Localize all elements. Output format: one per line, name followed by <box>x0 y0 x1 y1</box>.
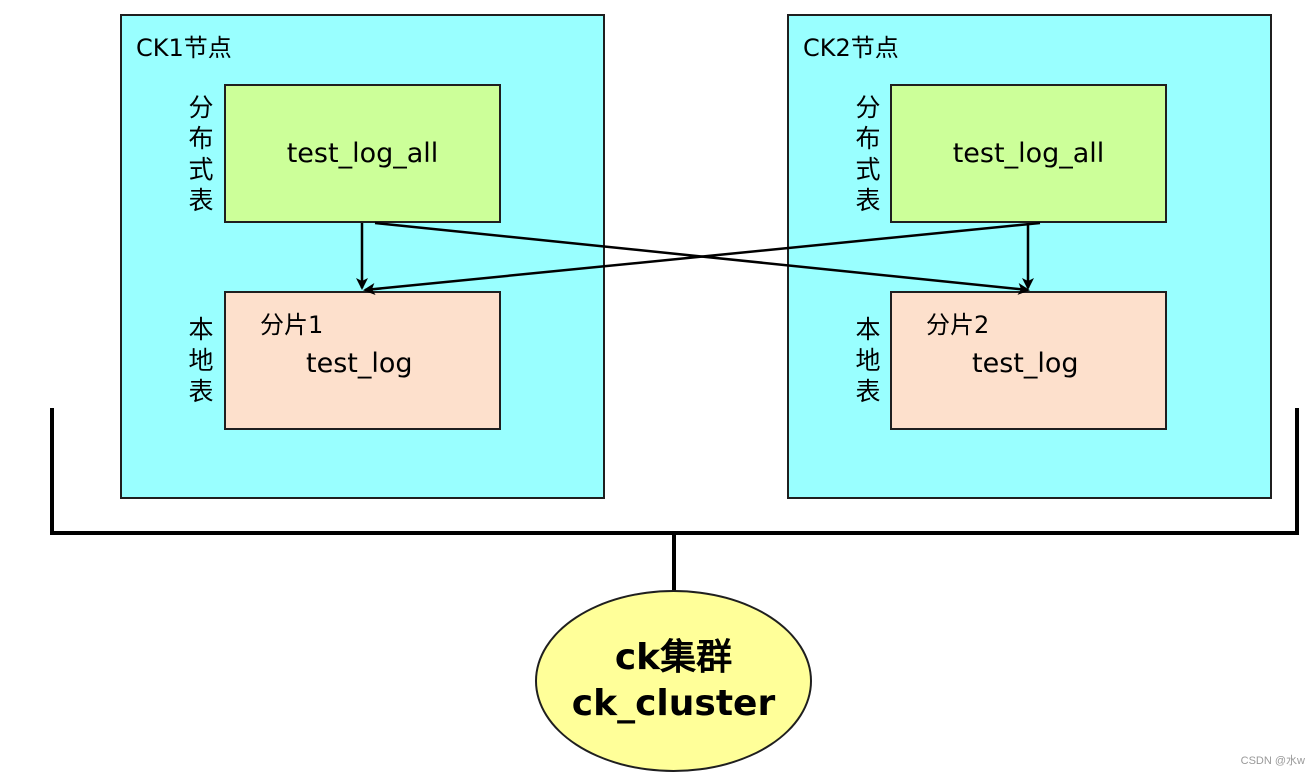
watermark: CSDN @水w <box>1240 755 1305 767</box>
ck2-shard-label: 分片2 <box>926 311 990 339</box>
ck2-local-table[interactable]: 分片2 test_log <box>890 291 1167 430</box>
ck1-node-title: CK1节点 <box>136 34 232 62</box>
ck1-local-table-name: test_log <box>306 348 413 379</box>
cluster-name-cn: ck集群 <box>614 637 733 678</box>
ck2-local-table-label: 本 地 表 <box>855 315 881 406</box>
cluster-ellipse[interactable]: ck集群 ck_cluster <box>535 590 812 772</box>
ck1-local-table[interactable]: 分片1 test_log <box>224 291 501 430</box>
cluster-name-id: ck_cluster <box>571 683 776 724</box>
ck1-distributed-table[interactable]: test_log_all <box>224 84 501 223</box>
ck1-distributed-table-label: 分 布 式 表 <box>188 93 214 215</box>
ck2-distributed-table-name: test_log_all <box>952 138 1105 169</box>
ck2-local-table-name: test_log <box>972 348 1079 379</box>
ck1-distributed-table-name: test_log_all <box>286 138 439 169</box>
ck2-distributed-table-label: 分 布 式 表 <box>855 93 881 215</box>
ck1-local-table-label: 本 地 表 <box>188 315 214 406</box>
ck2-distributed-table[interactable]: test_log_all <box>890 84 1167 223</box>
ck2-node-title: CK2节点 <box>803 34 899 62</box>
ck1-shard-label: 分片1 <box>260 311 324 339</box>
